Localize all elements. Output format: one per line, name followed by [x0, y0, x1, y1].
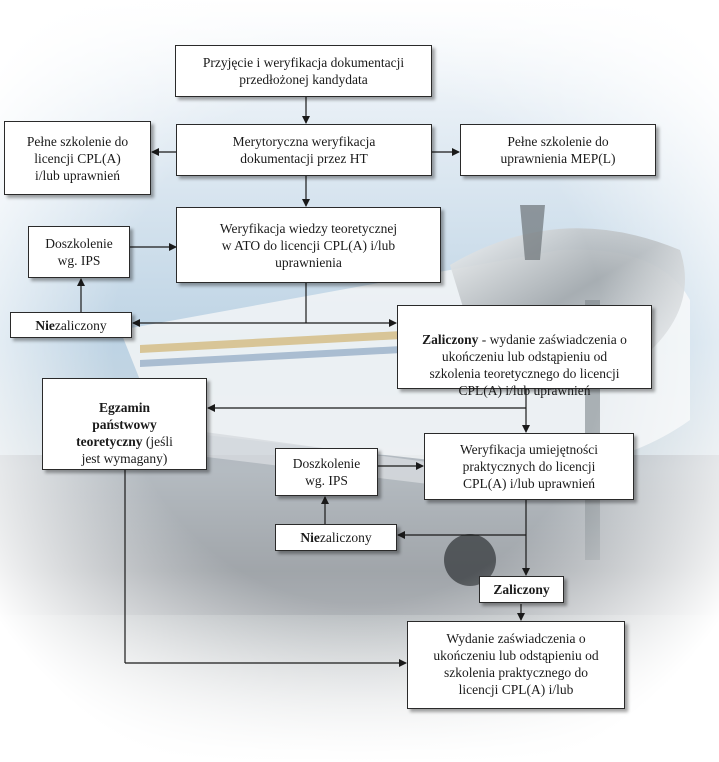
state-exam-bold: Egzamin państwowy teoretyczny — [76, 400, 157, 449]
box-passed-1: Zaliczony - wydanie zaświadczenia o ukoń… — [397, 305, 652, 398]
box-merit-verification: Merytoryczna weryfikacja dokumentacji pr… — [176, 124, 432, 176]
box-passed-2: Zaliczony — [479, 576, 564, 603]
passed-1-bold: Zaliczony — [422, 332, 479, 347]
passed-1-rest: - wydanie zaświadczenia o ukończeniu lub… — [429, 332, 627, 398]
box-certificate: Wydanie zaświadczenia o ukończeniu lub o… — [407, 621, 625, 709]
failed-1-rest: zaliczony — [54, 317, 107, 333]
failed-1-bold: Nie — [35, 317, 55, 333]
box-full-mep-training: Pełne szkolenie do uprawnienia MEP(L) — [460, 124, 656, 176]
failed-2-rest: zaliczony — [319, 530, 372, 545]
failed-2-bold: Nie — [300, 530, 320, 545]
box-retrain-ips-1: Doszkolenie wg. IPS — [28, 226, 130, 278]
box-theory-verification: Weryfikacja wiedzy teoretycznej w ATO do… — [176, 207, 441, 283]
state-exam-rest: (jeśli jest wymagany) — [81, 434, 173, 466]
passed-2-bold: Zaliczony — [493, 582, 550, 597]
box-full-cpl-training: Pełne szkolenie do licencji CPL(A) i/lub… — [4, 121, 151, 195]
box-state-exam: Egzamin państwowy teoretyczny (jeśli jes… — [42, 378, 207, 470]
box-retrain-ips-2: Doszkolenie wg. IPS — [275, 448, 378, 496]
box-practical-verification: Weryfikacja umiejętności praktycznych do… — [424, 433, 634, 500]
box-acceptance: Przyjęcie i weryfikacja dokumentacji prz… — [175, 45, 432, 97]
